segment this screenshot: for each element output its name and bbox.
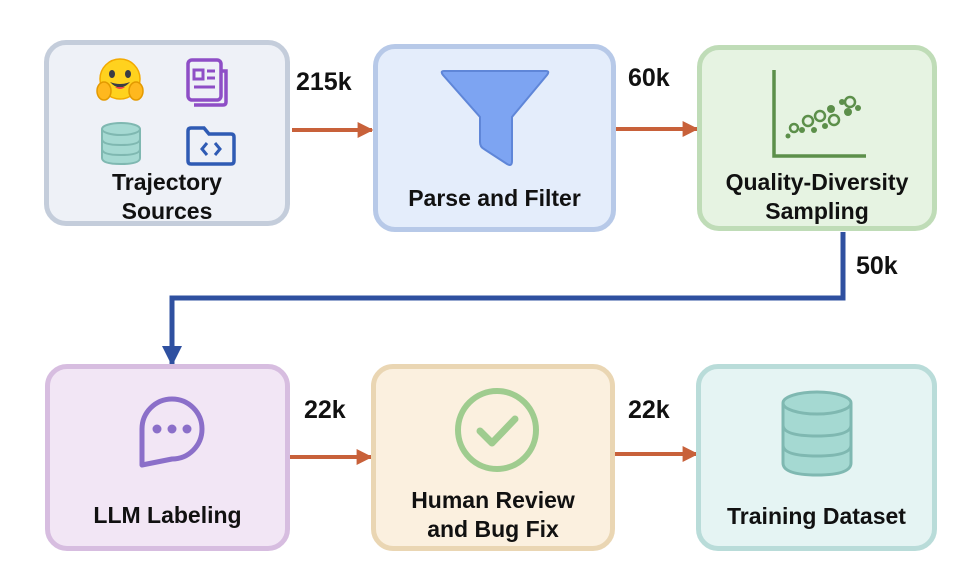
human-review-label: Human Review and Bug Fix <box>376 486 610 544</box>
parse-filter-box: Parse and Filter <box>373 44 616 232</box>
trajectory-sources-label-line2: Sources <box>121 198 213 224</box>
human-review-label-line1: Human Review <box>411 487 575 513</box>
count-filter-to-sampling: 60k <box>628 64 670 92</box>
document-icon <box>186 58 228 107</box>
count-labeling-to-review: 22k <box>304 396 346 424</box>
chat-bubble-icon <box>139 396 205 468</box>
arrow-sampling-to-labeling <box>162 232 846 366</box>
quality-diversity-label-line2: Sampling <box>765 198 869 224</box>
code-folder-icon <box>186 126 236 166</box>
database-icon <box>781 390 853 477</box>
quality-diversity-label: Quality-Diversity Sampling <box>702 168 932 226</box>
parse-filter-label: Parse and Filter <box>408 185 581 211</box>
trajectory-sources-label-line1: Trajectory <box>112 169 222 195</box>
human-review-label-line2: and Bug Fix <box>427 516 559 542</box>
scatter-plot-icon <box>772 70 866 158</box>
database-icon <box>101 122 141 166</box>
llm-labeling-label: LLM Labeling <box>93 502 242 528</box>
llm-labeling-box: LLM Labeling <box>45 364 290 551</box>
count-review-to-dataset: 22k <box>628 396 670 424</box>
count-sampling-to-labeling: 50k <box>856 252 898 280</box>
trajectory-sources-label: Trajectory Sources <box>49 168 285 226</box>
training-dataset-box: Training Dataset <box>696 364 937 551</box>
human-review-box: Human Review and Bug Fix <box>371 364 615 551</box>
check-circle-icon <box>455 388 539 472</box>
quality-diversity-box: Quality-Diversity Sampling <box>697 45 937 231</box>
quality-diversity-label-line1: Quality-Diversity <box>725 169 909 195</box>
trajectory-sources-box: Trajectory Sources <box>44 40 290 226</box>
count-sources-to-filter: 215k <box>296 68 352 96</box>
funnel-icon <box>440 70 550 166</box>
hugging-face-icon <box>96 58 144 101</box>
training-dataset-label: Training Dataset <box>727 503 906 529</box>
